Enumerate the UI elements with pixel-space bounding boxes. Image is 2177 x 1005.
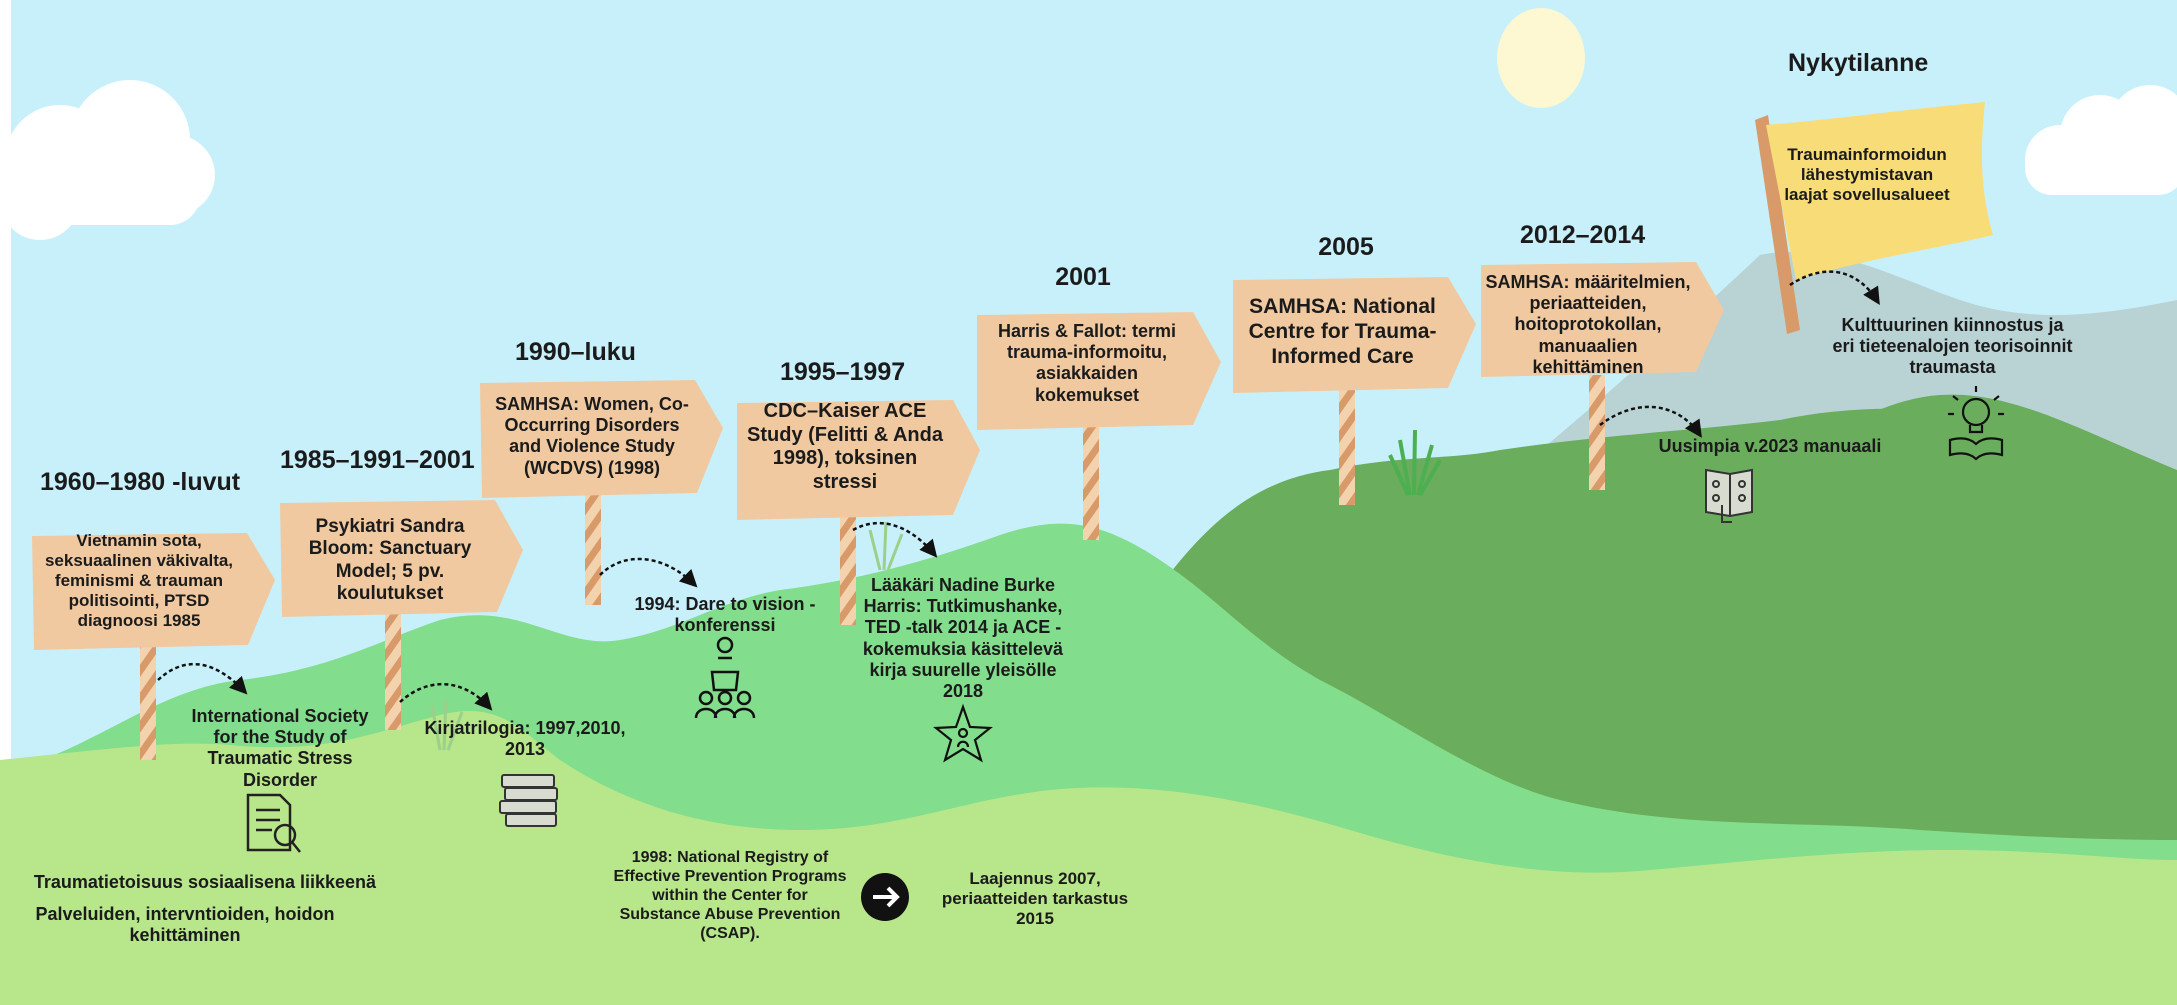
book-stack-icon (499, 774, 558, 827)
year-label: 2005 (1318, 233, 1374, 261)
document-magnifier-icon (246, 793, 301, 853)
sign-text: SAMHSA: määritelmien, periaatteiden, hoi… (1485, 272, 1691, 377)
note-text: 1994: Dare to vision -konferenssi (634, 594, 816, 636)
note-text: Lääkäri Nadine Burke Harris: Tutkimushan… (862, 575, 1064, 702)
sign-boards (32, 262, 1724, 650)
sun-icon (1497, 8, 1585, 108)
sign-text: Vietnamin sota, seksuaalinen väkivalta, … (44, 531, 234, 631)
year-label: 1960–1980 -luvut (40, 468, 241, 496)
grass-icon (430, 521, 904, 751)
arrow-circle-icon (861, 873, 909, 921)
sign-text: Psykiatri Sandra Bloom: Sanctuary Model;… (308, 516, 472, 605)
cloud-icon (2025, 85, 2177, 195)
year-label: 1990–luku (515, 338, 636, 366)
flag (1766, 102, 1993, 280)
year-label: 1985–1991–2001 (280, 446, 475, 474)
note-text: Uusimpia v.2023 manuaali (1658, 436, 1882, 456)
speaker-audience-icon (694, 636, 756, 719)
star-person-icon (933, 703, 993, 763)
cloud-icon (0, 80, 215, 240)
note-text: Kirjatrilogia: 1997,2010, 2013 (424, 718, 626, 760)
bottom-left-line1: Traumatietoisuus sosiaalisena liikkeenä (33, 872, 377, 892)
grass-icon (1388, 429, 1442, 496)
bottom-left-line2: Palveluiden, intervntioiden, hoidon kehi… (35, 904, 335, 946)
year-label: Nykytilanne (1788, 49, 1929, 77)
manual-hand-icon (1705, 468, 1753, 523)
note-text: Kulttuurinen kiinnostus ja eri tieteenal… (1832, 315, 2073, 378)
lightbulb-book-icon (1948, 386, 2004, 461)
sign-text: CDC–Kaiser ACE Study (Felitti & Anda 199… (747, 400, 943, 493)
curved-arrow-icon (157, 270, 1880, 711)
note-text: International Society for the Study of T… (191, 706, 369, 790)
sign-text: SAMHSA: National Centre for Trauma-Infor… (1248, 295, 1437, 368)
year-label: 2001 (1055, 263, 1111, 291)
sign-text: SAMHSA: Women, Co-Occurring Disorders an… (495, 394, 689, 478)
registry-text: 1998: National Registry of Effective Pre… (613, 849, 847, 942)
year-label: 1995–1997 (780, 358, 906, 386)
year-label: 2012–2014 (1520, 221, 1646, 249)
expansion-text: Laajennus 2007, periaatteiden tarkastus … (941, 869, 1129, 929)
flag-text: Traumainformoidun lähestymistavan laajat… (1784, 145, 1950, 205)
sign-text: Harris & Fallot: termi trauma-informoitu… (997, 321, 1177, 405)
sign-posts (140, 115, 1800, 760)
